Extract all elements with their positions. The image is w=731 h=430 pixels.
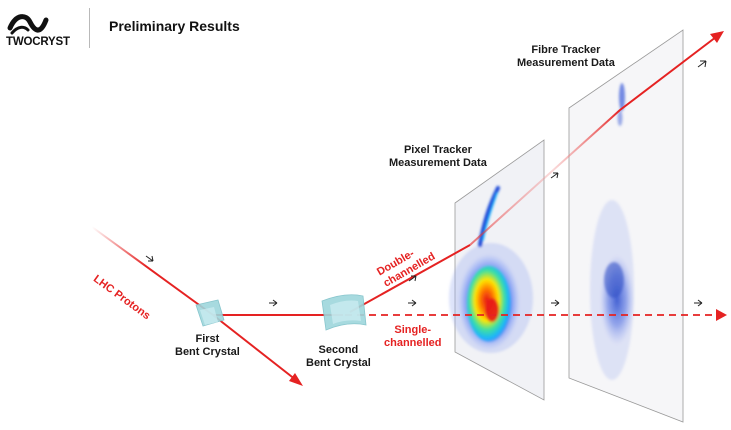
first-bent-crystal [195, 299, 225, 327]
second-crystal-label-line2: Bent Crystal [306, 357, 371, 369]
second-crystal-label: Second Bent Crystal [306, 344, 371, 370]
page-title: Preliminary Results [109, 18, 240, 34]
second-bent-crystal [321, 294, 367, 331]
second-crystal-label-line1: Second [318, 344, 359, 356]
pixel-tracker-label-line1: Pixel Tracker [403, 144, 472, 156]
direction-arrow-icon [145, 60, 707, 307]
pixel-tracker-label: Pixel Tracker Measurement Data [389, 144, 487, 170]
first-crystal-label: First Bent Crystal [175, 333, 240, 359]
fibre-tracker-label-line1: Fibre Tracker [531, 44, 601, 56]
header-divider [89, 8, 90, 48]
fibre-tracker-label-line2: Measurement Data [517, 57, 615, 69]
fibre-tracker-hits [590, 83, 634, 380]
fibre-tracker-label: Fibre Tracker Measurement Data [517, 44, 615, 70]
first-crystal-label-line2: Bent Crystal [175, 346, 240, 358]
single-channelled-label-line1: Single- [394, 324, 432, 336]
single-channelled-label: Single- channelled [384, 324, 441, 350]
twocryst-logo-icon [7, 14, 49, 35]
pixel-tracker-label-line2: Measurement Data [389, 157, 487, 169]
brand-name: TWOCRYST [6, 36, 70, 48]
first-crystal-label-line1: First [195, 333, 220, 345]
single-channelled-label-line2: channelled [384, 337, 442, 349]
pixel-tracker-hits [449, 186, 533, 353]
